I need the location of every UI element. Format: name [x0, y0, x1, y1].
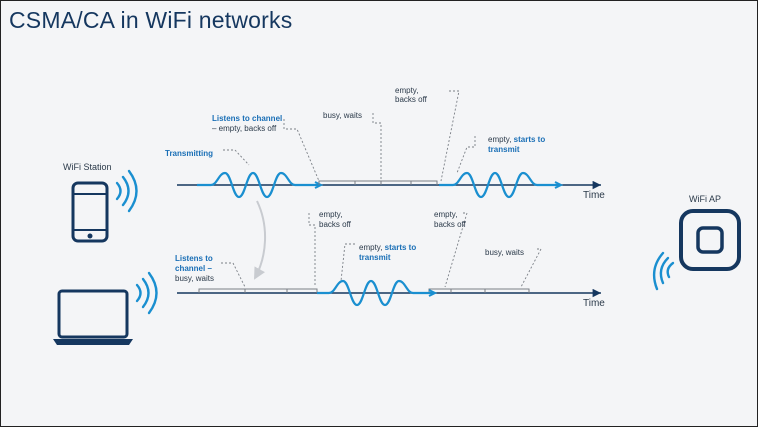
handoff-arrow: [254, 200, 266, 280]
laptop-wifi-waves-icon: [135, 271, 158, 315]
top-starts-label-1: empty, starts to: [488, 135, 545, 144]
top-listens-label-1: Listens to channel: [212, 114, 282, 123]
access-point-icon: [679, 209, 741, 271]
top-transmitting-label: Transmitting: [165, 149, 213, 158]
bottom-empty-backs-label-1: empty,: [319, 210, 342, 219]
phone-wifi-waves-icon: [115, 169, 138, 213]
bottom-transmission: [317, 279, 433, 307]
bottom-time-label: Time: [583, 298, 605, 309]
top-busy-waits-label: busy, waits: [323, 111, 362, 120]
ap-wifi-waves-icon: [652, 251, 675, 291]
laptop-icon: [53, 289, 133, 345]
bottom-starts-label-2: transmit: [359, 253, 391, 262]
top-leader-lines: [223, 90, 476, 182]
bottom-empty-backs2-label-1: empty,: [434, 210, 457, 219]
top-listens-label-2: – empty, backs off: [212, 124, 277, 133]
top-transmission-2-arrow: [554, 181, 564, 189]
top-transmission-2: [439, 171, 559, 199]
station-label: WiFi Station: [63, 162, 112, 172]
bottom-empty-backs-label-2: backs off: [319, 220, 352, 229]
top-starts-label-2: transmit: [488, 145, 520, 154]
ap-label: WiFi AP: [689, 194, 721, 204]
bottom-starts-label-1: empty, starts to: [359, 243, 416, 252]
top-starts-bold: starts to: [514, 135, 546, 144]
bottom-empty-backs2-label-2: backs off: [434, 220, 467, 229]
bottom-starts-bold: starts to: [385, 243, 417, 252]
top-transmission-1: [197, 171, 319, 199]
bottom-listens-label-1: Listens to: [175, 254, 213, 263]
top-time-label: Time: [583, 190, 605, 201]
top-empty-backs-label-1: empty,: [395, 86, 418, 95]
page-title: CSMA/CA in WiFi networks: [9, 7, 293, 33]
bottom-transmission-arrow: [428, 289, 438, 297]
bottom-busy-waits-label: busy, waits: [485, 248, 524, 257]
bottom-listens-label-3: busy, waits: [175, 274, 214, 283]
top-transmission-1-arrow: [314, 181, 324, 189]
bottom-listens-label-2: channel –: [175, 264, 212, 273]
top-starts-plain: empty,: [488, 135, 514, 144]
top-empty-backs-label-2: backs off: [395, 95, 428, 104]
bottom-backoff-brackets-1: [198, 288, 318, 293]
bottom-leader-lines: [221, 212, 542, 288]
top-backoff-brackets: [318, 180, 438, 185]
bottom-starts-plain: empty,: [359, 243, 385, 252]
phone-icon: [71, 181, 109, 243]
